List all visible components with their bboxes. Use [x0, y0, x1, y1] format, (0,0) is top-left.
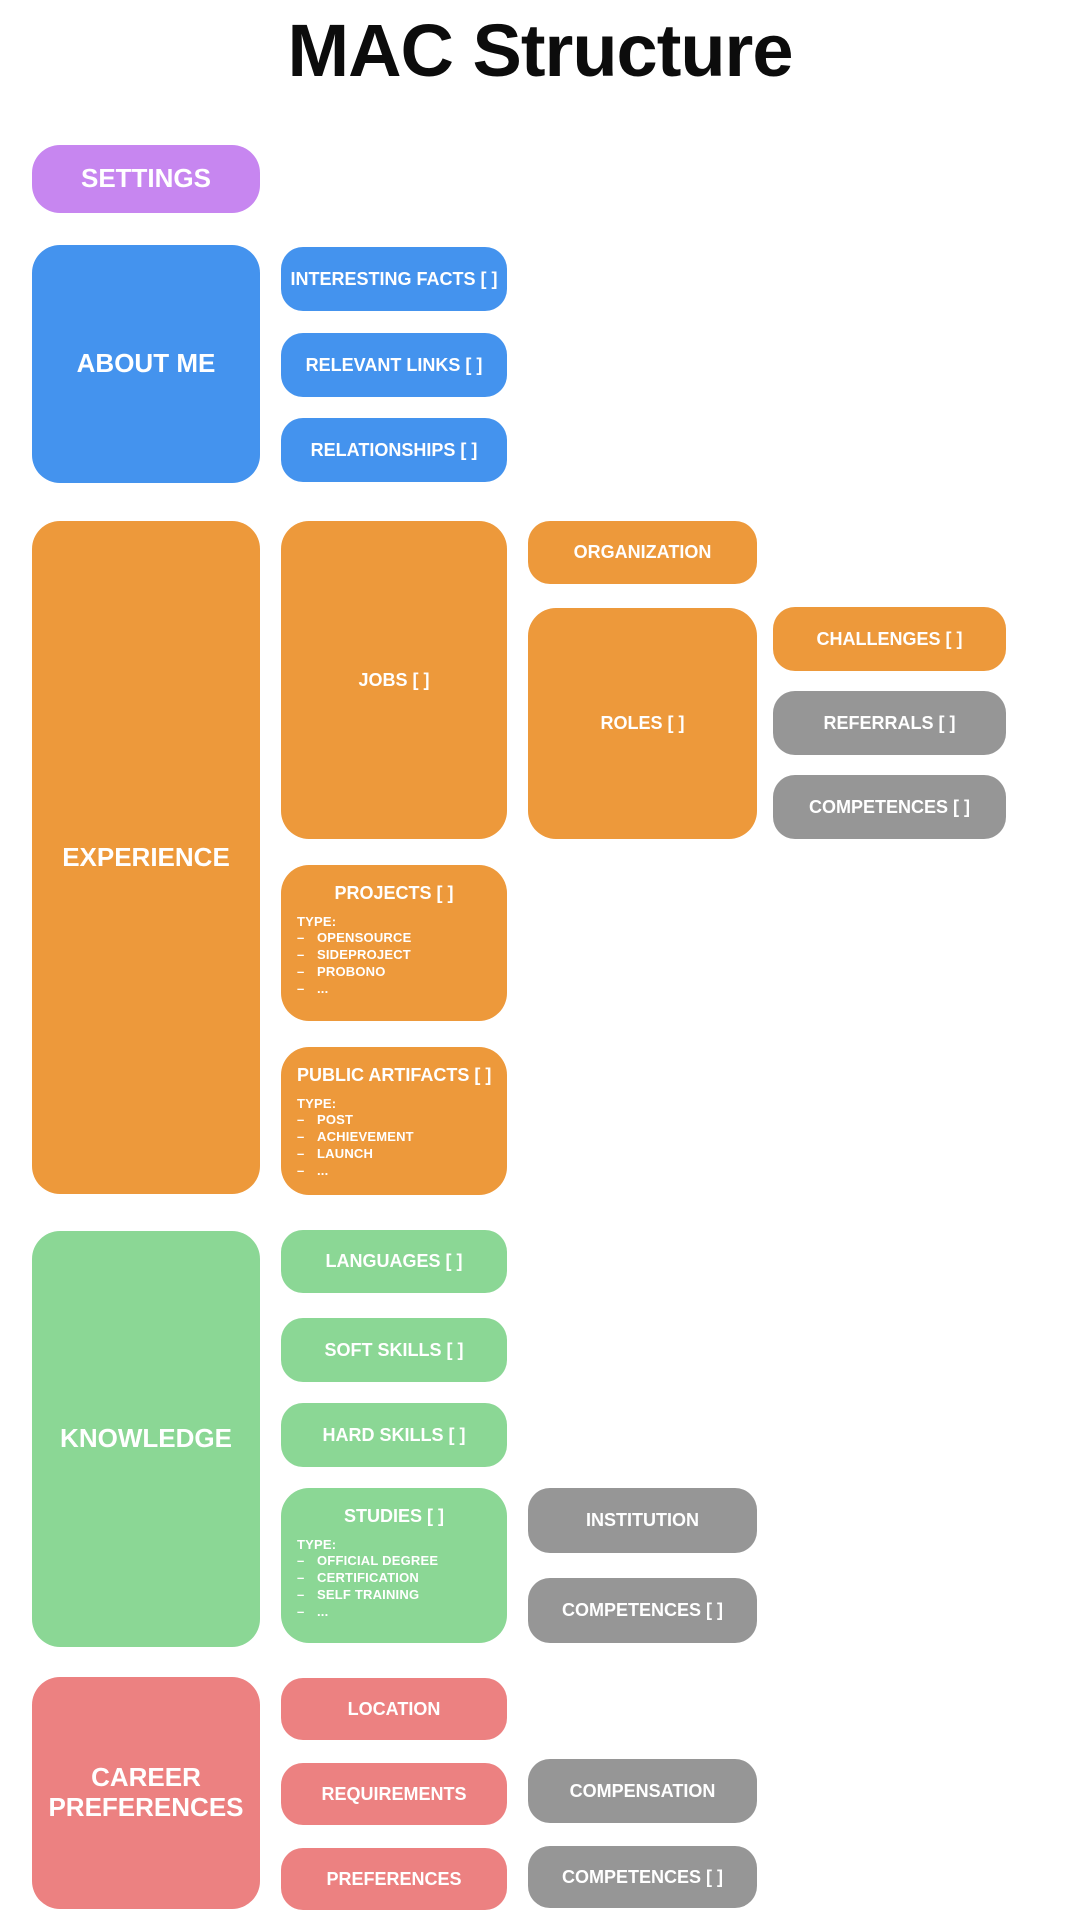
career-preferences-label: CAREER PREFERENCES: [48, 1762, 244, 1822]
relationships-block: RELATIONSHIPS [ ]: [281, 418, 507, 482]
referrals-label: REFERRALS [ ]: [823, 712, 956, 733]
relevant-links-block: RELEVANT LINKS [ ]: [281, 333, 507, 397]
knowledge-label: KNOWLEDGE: [60, 1423, 232, 1454]
location-block: LOCATION: [281, 1678, 507, 1740]
knowledge-block: KNOWLEDGE: [32, 1231, 260, 1647]
studies-type-item-label: OFFICIAL DEGREE: [317, 1553, 439, 1568]
studies-competences-block: COMPETENCES [ ]: [528, 1578, 757, 1643]
projects-type-item: –OPENSOURCE: [297, 929, 491, 946]
dash-bullet: –: [297, 981, 305, 997]
hard-skills-block: HARD SKILLS [ ]: [281, 1403, 507, 1467]
preferences-block: PREFERENCES: [281, 1848, 507, 1910]
studies-label: STUDIES [ ]: [343, 1506, 444, 1526]
preferences-label: PREFERENCES: [326, 1868, 462, 1889]
jobs-label: JOBS [ ]: [358, 669, 430, 690]
studies-type-item: –...: [297, 1603, 491, 1620]
jobs-block: JOBS [ ]: [281, 521, 507, 839]
public-artifacts-label: PUBLIC ARTIFACTS [ ]: [297, 1065, 492, 1085]
studies-type-item-label: CERTIFICATION: [317, 1570, 420, 1586]
institution-block: INSTITUTION: [528, 1488, 757, 1553]
about-me-block: ABOUT ME: [32, 245, 260, 483]
hard-skills-label: HARD SKILLS [ ]: [322, 1424, 466, 1445]
dash-bullet: –: [297, 964, 305, 980]
requirements-label: REQUIREMENTS: [321, 1783, 467, 1804]
interesting-facts-label: INTERESTING FACTS [ ]: [290, 268, 498, 289]
career-preferences-block: CAREER PREFERENCES: [32, 1677, 260, 1909]
location-label: LOCATION: [347, 1698, 441, 1719]
page-title: MAC Structure: [287, 8, 793, 92]
experience-block: EXPERIENCE: [32, 521, 260, 1194]
projects-block: PROJECTS [ ] TYPE: –OPENSOURCE –SIDEPROJ…: [281, 865, 507, 1021]
challenges-label: CHALLENGES [ ]: [816, 628, 963, 649]
projects-type-item-label: OPENSOURCE: [317, 930, 412, 945]
organization-block: ORGANIZATION: [528, 521, 757, 584]
public-artifacts-type-item-label: LAUNCH: [317, 1146, 374, 1162]
projects-type-item-label: PROBONO: [317, 964, 386, 980]
projects-type-item-label: SIDEPROJECT: [317, 947, 411, 963]
projects-type-label: TYPE:: [297, 914, 337, 929]
projects-type-item: –SIDEPROJECT: [297, 946, 491, 963]
organization-label: ORGANIZATION: [573, 542, 712, 562]
projects-label: PROJECTS [ ]: [334, 883, 454, 903]
challenges-block: CHALLENGES [ ]: [773, 607, 1006, 671]
soft-skills-block: SOFT SKILLS [ ]: [281, 1318, 507, 1382]
requirements-block: REQUIREMENTS: [281, 1763, 507, 1825]
studies-type-item: –CERTIFICATION: [297, 1569, 491, 1586]
preferences-competences-block: COMPETENCES [ ]: [528, 1846, 757, 1908]
languages-block: LANGUAGES [ ]: [281, 1230, 507, 1293]
roles-block: ROLES [ ]: [528, 608, 757, 839]
projects-type-item: –PROBONO: [297, 963, 491, 980]
studies-type-label: TYPE:: [297, 1537, 337, 1552]
dash-bullet: –: [297, 1553, 305, 1568]
projects-type-item: –...: [297, 980, 491, 997]
preferences-competences-label: COMPETENCES [ ]: [561, 1866, 723, 1887]
dash-bullet: –: [297, 1604, 305, 1620]
relationships-label: RELATIONSHIPS [ ]: [310, 439, 478, 460]
projects-type-item-label: ...: [317, 981, 329, 997]
public-artifacts-type-item: –LAUNCH: [297, 1145, 491, 1162]
studies-competences-label: COMPETENCES [ ]: [561, 1600, 723, 1620]
dash-bullet: –: [297, 1112, 305, 1127]
public-artifacts-type-item-label: POST: [317, 1112, 354, 1127]
roles-competences-block: COMPETENCES [ ]: [773, 775, 1006, 839]
interesting-facts-block: INTERESTING FACTS [ ]: [281, 247, 507, 311]
roles-label: ROLES [ ]: [600, 713, 685, 733]
languages-label: LANGUAGES [ ]: [325, 1251, 463, 1271]
institution-label: INSTITUTION: [586, 1510, 699, 1530]
public-artifacts-type-item-label: ...: [317, 1163, 329, 1179]
experience-label: EXPERIENCE: [62, 841, 230, 872]
studies-type-item-label: ...: [317, 1604, 329, 1620]
about-me-label: ABOUT ME: [76, 348, 216, 379]
dash-bullet: –: [297, 1129, 305, 1145]
dash-bullet: –: [297, 1163, 305, 1179]
dash-bullet: –: [297, 1570, 305, 1586]
public-artifacts-type-label: TYPE:: [297, 1096, 337, 1111]
soft-skills-label: SOFT SKILLS [ ]: [324, 1339, 464, 1360]
dash-bullet: –: [297, 1146, 305, 1162]
settings-label: SETTINGS: [80, 163, 211, 194]
studies-type-item-label: SELF TRAINING: [317, 1587, 420, 1603]
studies-block: STUDIES [ ] TYPE: –OFFICIAL DEGREE –CERT…: [281, 1488, 507, 1643]
public-artifacts-type-item-label: ACHIEVEMENT: [317, 1129, 414, 1145]
studies-type-item: –OFFICIAL DEGREE: [297, 1552, 491, 1569]
dash-bullet: –: [297, 947, 305, 963]
public-artifacts-type-item: –...: [297, 1162, 491, 1179]
public-artifacts-type-item: –ACHIEVEMENT: [297, 1128, 491, 1145]
compensation-block: COMPENSATION: [528, 1759, 757, 1823]
settings-block: SETTINGS: [32, 145, 260, 213]
relevant-links-label: RELEVANT LINKS [ ]: [305, 354, 483, 375]
compensation-label: COMPENSATION: [569, 1780, 716, 1801]
dash-bullet: –: [297, 1587, 305, 1603]
public-artifacts-type-item: –POST: [297, 1111, 491, 1128]
studies-type-item: –SELF TRAINING: [297, 1586, 491, 1603]
public-artifacts-block: PUBLIC ARTIFACTS [ ] TYPE: –POST –ACHIEV…: [281, 1047, 507, 1195]
dash-bullet: –: [297, 930, 305, 945]
roles-competences-label: COMPETENCES [ ]: [808, 796, 970, 817]
referrals-block: REFERRALS [ ]: [773, 691, 1006, 755]
